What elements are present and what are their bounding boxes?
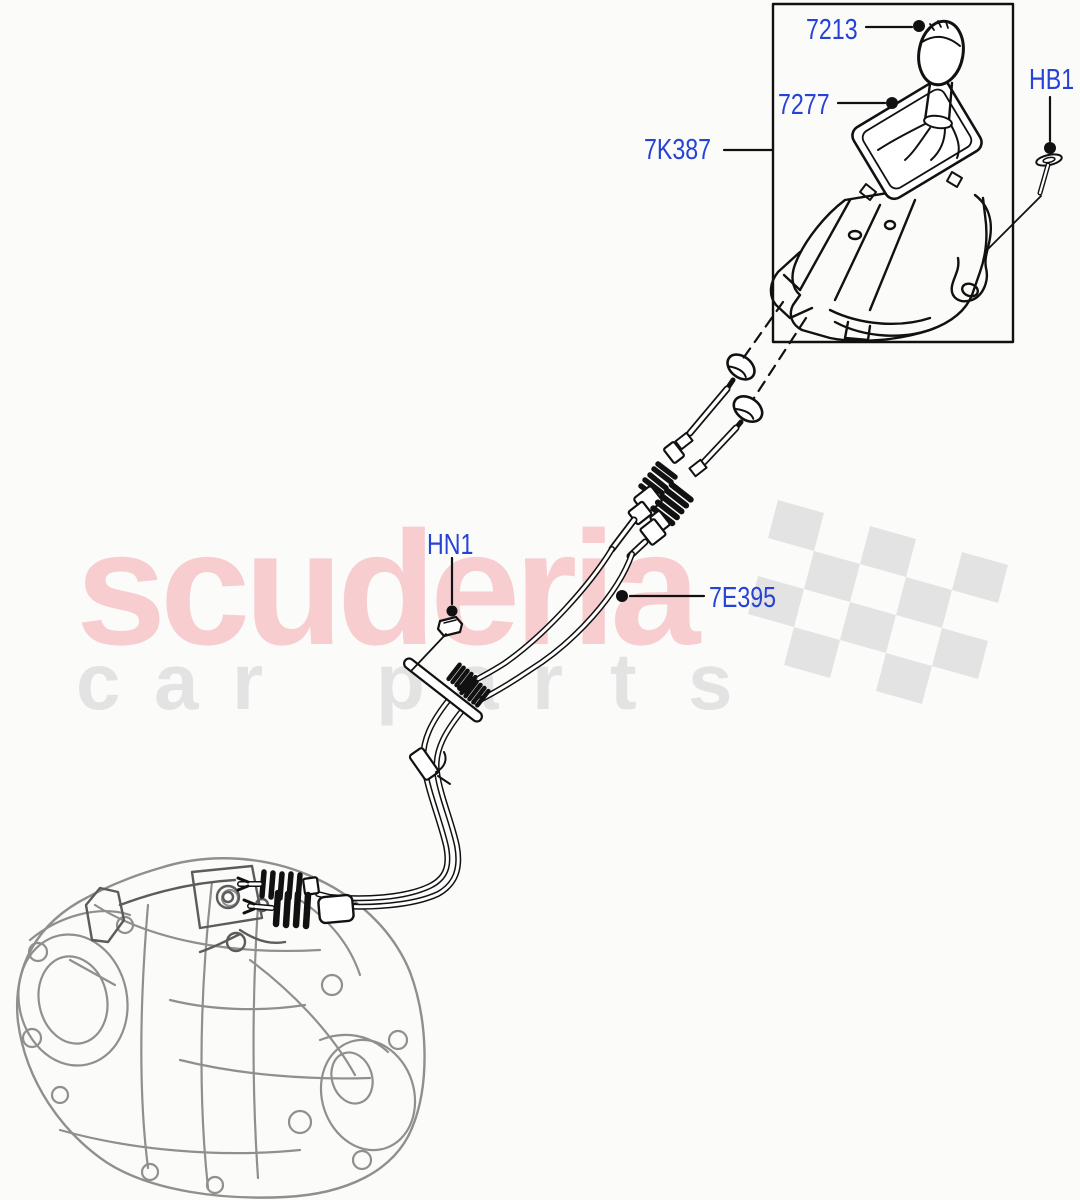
watermark-letter: r xyxy=(232,637,264,726)
callout-7K387: 7K387 xyxy=(644,134,712,166)
watermark-letter: s xyxy=(688,637,733,726)
cable-clamp xyxy=(408,747,451,785)
watermark-brand: scuderia xyxy=(76,498,700,679)
hn1-clip xyxy=(436,615,464,638)
watermark-tagline: c a r p a r t s xyxy=(76,642,766,722)
checkered-flag-watermark xyxy=(748,500,1008,704)
watermark-letter: c xyxy=(76,637,121,726)
callout-7E395: 7E395 xyxy=(709,582,777,614)
callout-HB1: HB1 xyxy=(1029,64,1075,96)
cable-upper xyxy=(236,353,756,902)
cable-abutment-bracket xyxy=(403,657,483,723)
watermark-letter: a xyxy=(154,637,199,726)
callout-leaders xyxy=(411,20,1056,671)
callout-7277: 7277 xyxy=(778,89,830,121)
shift-tower-sketch xyxy=(84,864,287,954)
hb1-pin xyxy=(1035,153,1063,196)
shifter-housing xyxy=(769,188,992,342)
shift-boot xyxy=(877,123,960,161)
detail-box xyxy=(771,2,1015,344)
shifter-assembly xyxy=(740,2,1063,400)
watermark-letter: p xyxy=(376,637,425,726)
callout-HN1: HN1 xyxy=(427,529,474,561)
cable-lower xyxy=(242,395,764,930)
projection-lines xyxy=(740,300,808,400)
shift-boot-bezel xyxy=(851,77,983,201)
callout-7213: 7213 xyxy=(806,14,858,46)
selector-cables xyxy=(236,353,764,930)
watermark-letter: t xyxy=(610,637,637,726)
gear-knob xyxy=(917,19,965,130)
